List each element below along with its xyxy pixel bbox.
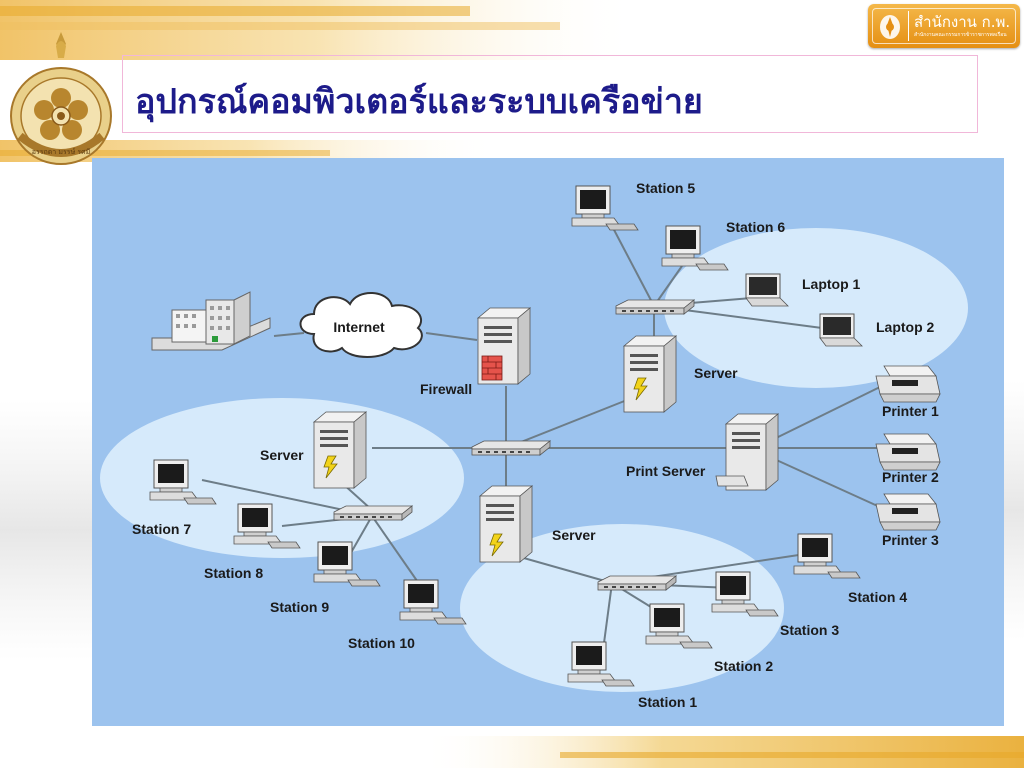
station-10-icon — [399, 579, 467, 625]
station-10-label: Station 10 — [348, 635, 415, 651]
station-9-label: Station 9 — [270, 599, 329, 615]
laptop-1-label: Laptop 1 — [802, 276, 861, 292]
laptop-2-label: Laptop 2 — [876, 319, 935, 335]
station-4-label: Station 4 — [848, 589, 907, 605]
hub-bottom-icon — [597, 575, 677, 591]
cloud-icon: Internet — [299, 291, 423, 358]
station-5-label: Station 5 — [636, 180, 695, 196]
station-2-label: Station 2 — [714, 658, 773, 674]
station-5-icon — [571, 185, 639, 231]
station-3-label: Station 3 — [780, 622, 839, 638]
firewall-icon — [477, 307, 531, 385]
station-7-label: Station 7 — [132, 521, 191, 537]
printer-3-label: Printer 3 — [882, 532, 939, 548]
firewall-label: Firewall — [420, 381, 472, 397]
central-hub-icon — [471, 440, 551, 456]
royal-seal-icon: อรรถดา มรรษ์ รศมี — [10, 32, 112, 165]
printer-1-label: Printer 1 — [882, 403, 939, 419]
station-9-icon — [313, 541, 381, 587]
printer-2-label: Printer 2 — [882, 469, 939, 485]
seal-text: อรรถดา มรรษ์ รศมี — [32, 148, 90, 156]
logo-name: สำนักงาน ก.พ. — [914, 13, 1011, 31]
server-top-icon — [623, 335, 677, 413]
server-top-label: Server — [694, 365, 738, 381]
printer-2-icon — [875, 433, 941, 471]
hub-top-icon — [615, 299, 695, 315]
title-box: อุปกรณ์คอมพิวเตอร์และระบบเครือข่าย — [122, 55, 978, 133]
station-1-label: Station 1 — [638, 694, 697, 710]
hub-left-icon — [333, 505, 413, 521]
server-left-label: Server — [260, 447, 304, 463]
station-6-label: Station 6 — [726, 219, 785, 235]
page-title: อุปกรณ์คอมพิวเตอร์และระบบเครือข่าย — [135, 82, 703, 122]
server-bottom-icon — [479, 485, 533, 563]
server-bottom-label: Server — [552, 527, 596, 543]
printer-3-icon — [875, 493, 941, 531]
lan-ellipse-top — [664, 228, 968, 388]
ocsc-emblem-icon — [880, 15, 900, 39]
print-server-printer-icon — [715, 475, 749, 487]
station-4-icon — [793, 533, 861, 579]
print-server-label: Print Server — [626, 463, 706, 479]
building-icon — [151, 291, 271, 351]
ocsc-logo: สำนักงาน ก.พ. สำนักงานคณะกรรมการข้าราชกา… — [868, 4, 1020, 48]
station-8-label: Station 8 — [204, 565, 263, 581]
lan-ellipse-bottom — [460, 524, 784, 692]
network-diagram: Internet Firewall Server Station 5 Stati… — [92, 158, 1004, 726]
logo-subtitle: สำนักงานคณะกรรมการข้าราชการพลเรือน — [914, 32, 1007, 38]
internet-label: Internet — [333, 319, 385, 335]
server-left-icon — [313, 411, 367, 489]
